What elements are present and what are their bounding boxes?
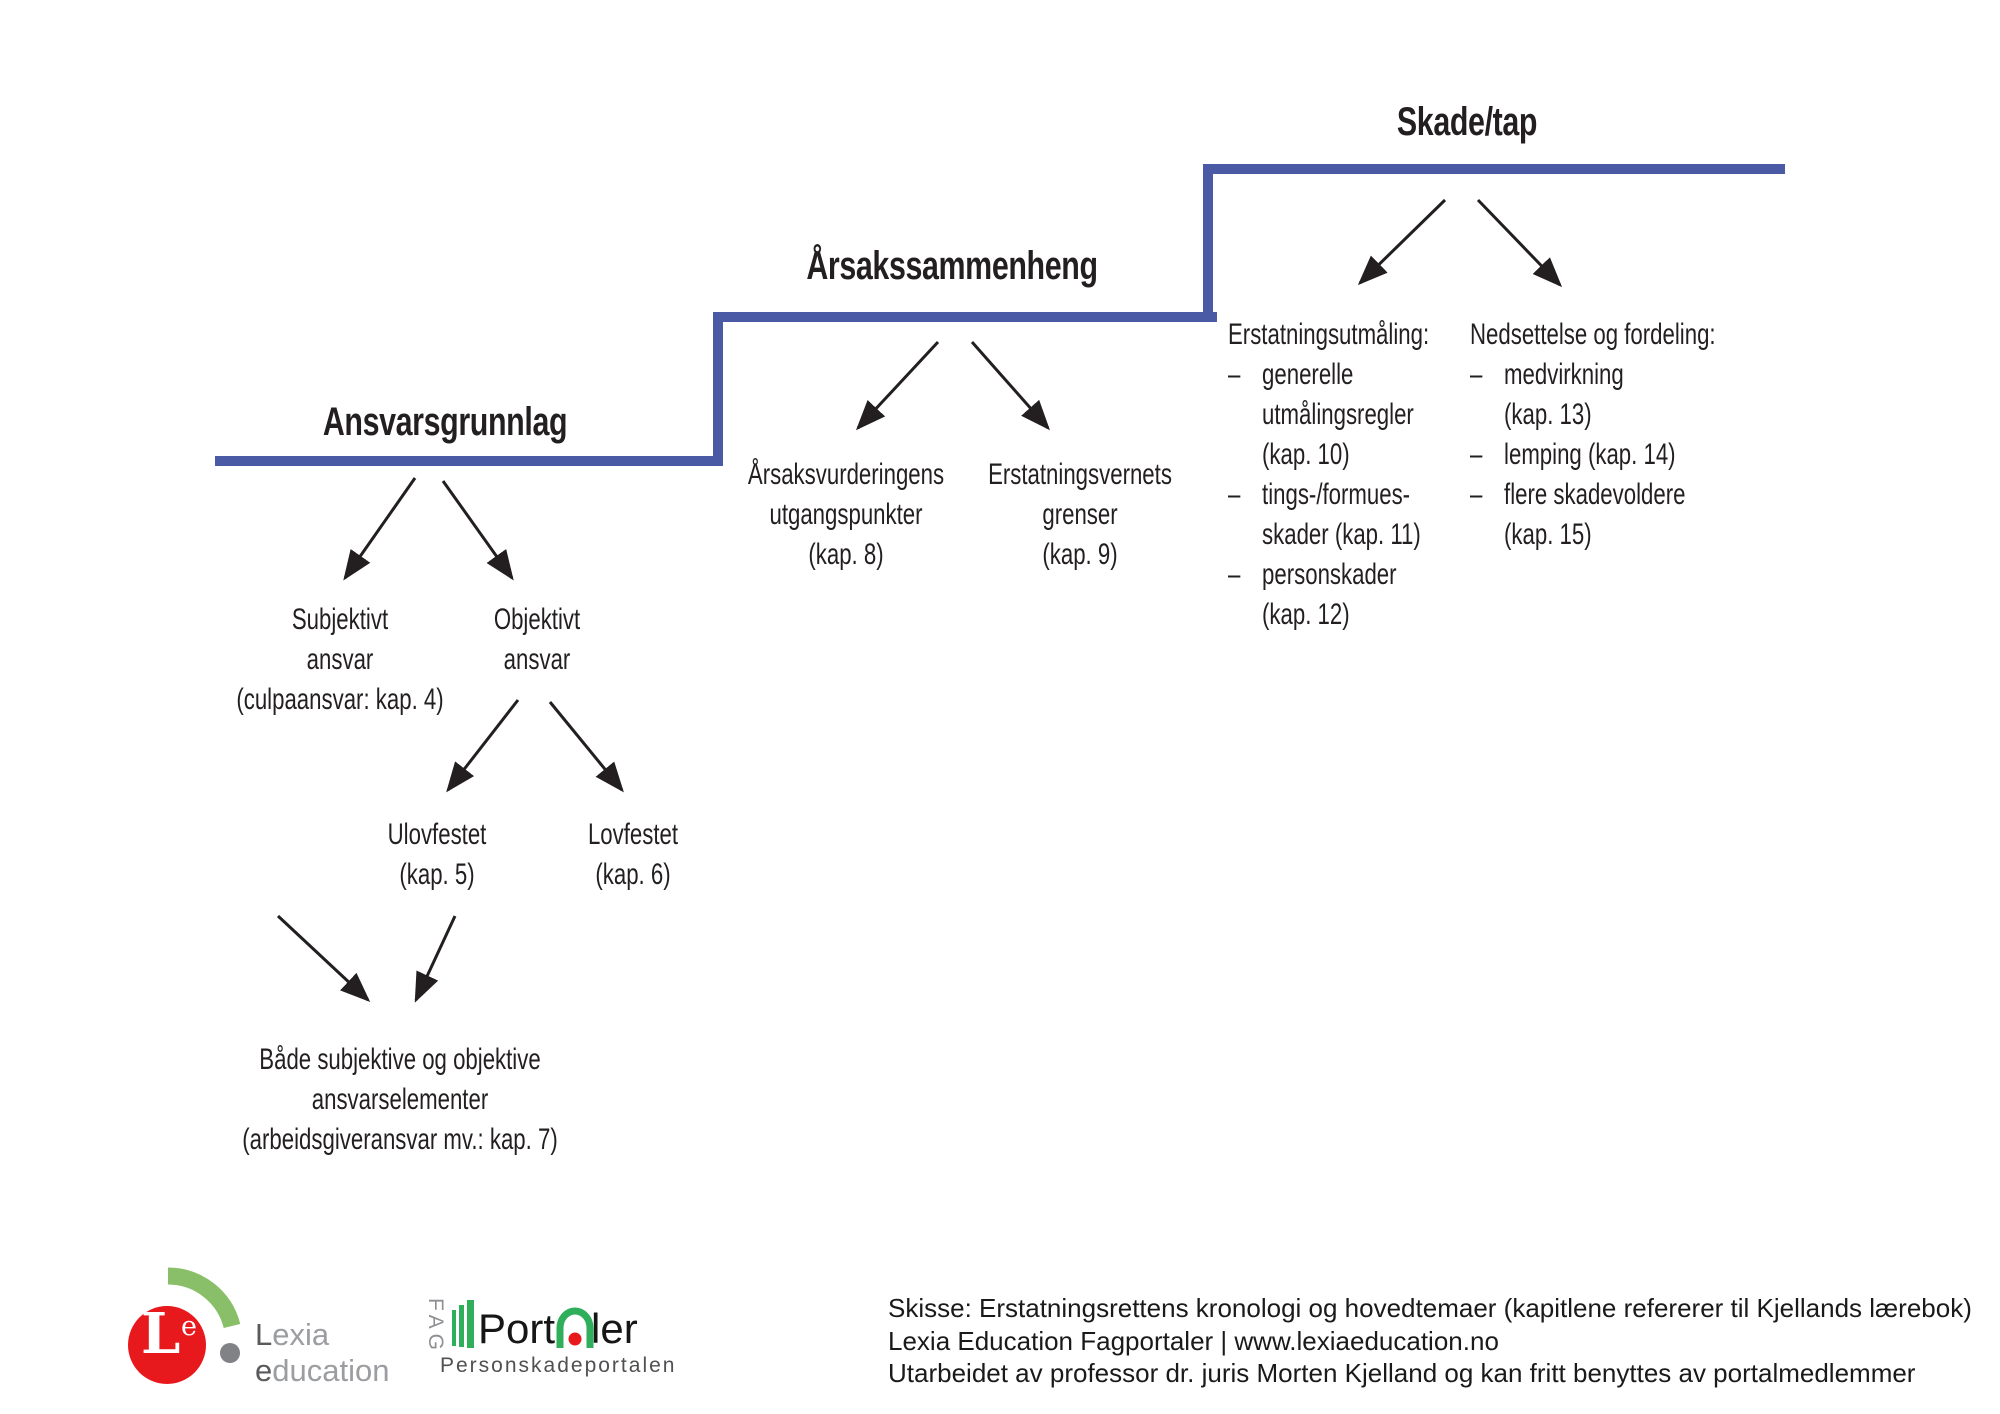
list-item-text: tings-/formues-skader (kap. 11)	[1262, 478, 1421, 551]
credits-line-1: Skisse: Erstatningsrettens kronologi og …	[888, 1293, 1972, 1323]
fagportaler-vertical-text: FAG	[424, 1298, 447, 1355]
list-item-dash: –	[1470, 438, 1483, 471]
header-ansvarsgrunnlag: Ansvarsgrunnlag	[322, 400, 568, 444]
list-item: –tings-/formues-skader (kap. 11)	[1228, 475, 1554, 555]
arrow-left-to-kombinert	[276, 914, 371, 1003]
lexia-wordmark-line2: education	[255, 1353, 390, 1388]
lexia-wordmark: Lexia education	[255, 1317, 389, 1389]
list-item-dash: –	[1470, 478, 1483, 511]
fagportaler-subtitle: Personskadeportalen	[440, 1354, 677, 1377]
node-lovfestet: Lovfestet(kap. 6)	[587, 818, 679, 891]
list-item-text: flere skadevoldere(kap. 15)	[1504, 478, 1686, 551]
arrow-skade-to-erstatningsutmaling	[1357, 198, 1447, 286]
step-line-skade-tap	[1203, 164, 1785, 174]
header-arsakssammenheng: Årsakssammenheng	[806, 244, 1098, 288]
node-ulovfestet: Ulovfestet(kap. 5)	[387, 818, 487, 891]
header-skade-tap: Skade/tap	[1396, 100, 1538, 144]
arrow-arsak-to-grenser	[970, 341, 1050, 431]
list-item-dash: –	[1228, 478, 1241, 511]
credits-line-3: Utarbeidet av professor dr. juris Morten…	[888, 1358, 1916, 1388]
column-title: Erstatningsutmåling:	[1228, 318, 1430, 351]
list-item-text: lemping (kap. 14)	[1504, 438, 1676, 471]
credits-block: Skisse: Erstatningsrettens kronologi og …	[888, 1292, 1972, 1390]
column-nedsettelse-fordeling: Nedsettelse og fordeling: –medvirkning(k…	[1470, 315, 1796, 555]
fagportaler-green-bars	[452, 1300, 474, 1348]
list-item: –lemping (kap. 14)	[1470, 435, 1796, 475]
column-items: –medvirkning(kap. 13)–lemping (kap. 14)–…	[1470, 355, 1796, 555]
arrow-arsak-to-utgangspunkter	[855, 340, 940, 431]
lexia-monogram-letter: L	[141, 1301, 181, 1367]
step-line-arsakssammenheng	[713, 312, 1217, 322]
step-riser-lower	[713, 312, 723, 466]
arrow-right-to-kombinert	[414, 915, 457, 1003]
arrow-ansvarsgrunnlag-to-subjektivt	[343, 477, 417, 581]
list-item: –personskader(kap. 12)	[1228, 555, 1554, 635]
list-item-dash: –	[1228, 558, 1241, 591]
list-item-text: personskader(kap. 12)	[1262, 558, 1397, 631]
lexia-gray-dot	[220, 1343, 240, 1363]
lexia-wordmark-line1: Lexia	[255, 1317, 330, 1352]
arrow-ansvarsgrunnlag-to-objektivt	[441, 480, 514, 581]
list-item: –medvirkning(kap. 13)	[1470, 355, 1796, 435]
arrow-objektivt-to-lovfestet	[548, 701, 624, 793]
column-title: Nedsettelse og fordeling:	[1470, 318, 1716, 351]
credits-line-2: Lexia Education Fagportaler | www.lexiae…	[888, 1325, 1499, 1356]
step-line-ansvarsgrunnlag	[215, 456, 723, 466]
arrow-skade-to-nedsettelse	[1476, 198, 1563, 288]
lexia-monogram-superscript: e	[181, 1311, 197, 1342]
list-item-text: medvirkning(kap. 13)	[1504, 358, 1624, 431]
step-riser-upper	[1203, 164, 1213, 322]
list-item-dash: –	[1228, 358, 1241, 391]
list-item: –flere skadevoldere(kap. 15)	[1470, 475, 1796, 555]
list-item-dash: –	[1470, 358, 1483, 391]
